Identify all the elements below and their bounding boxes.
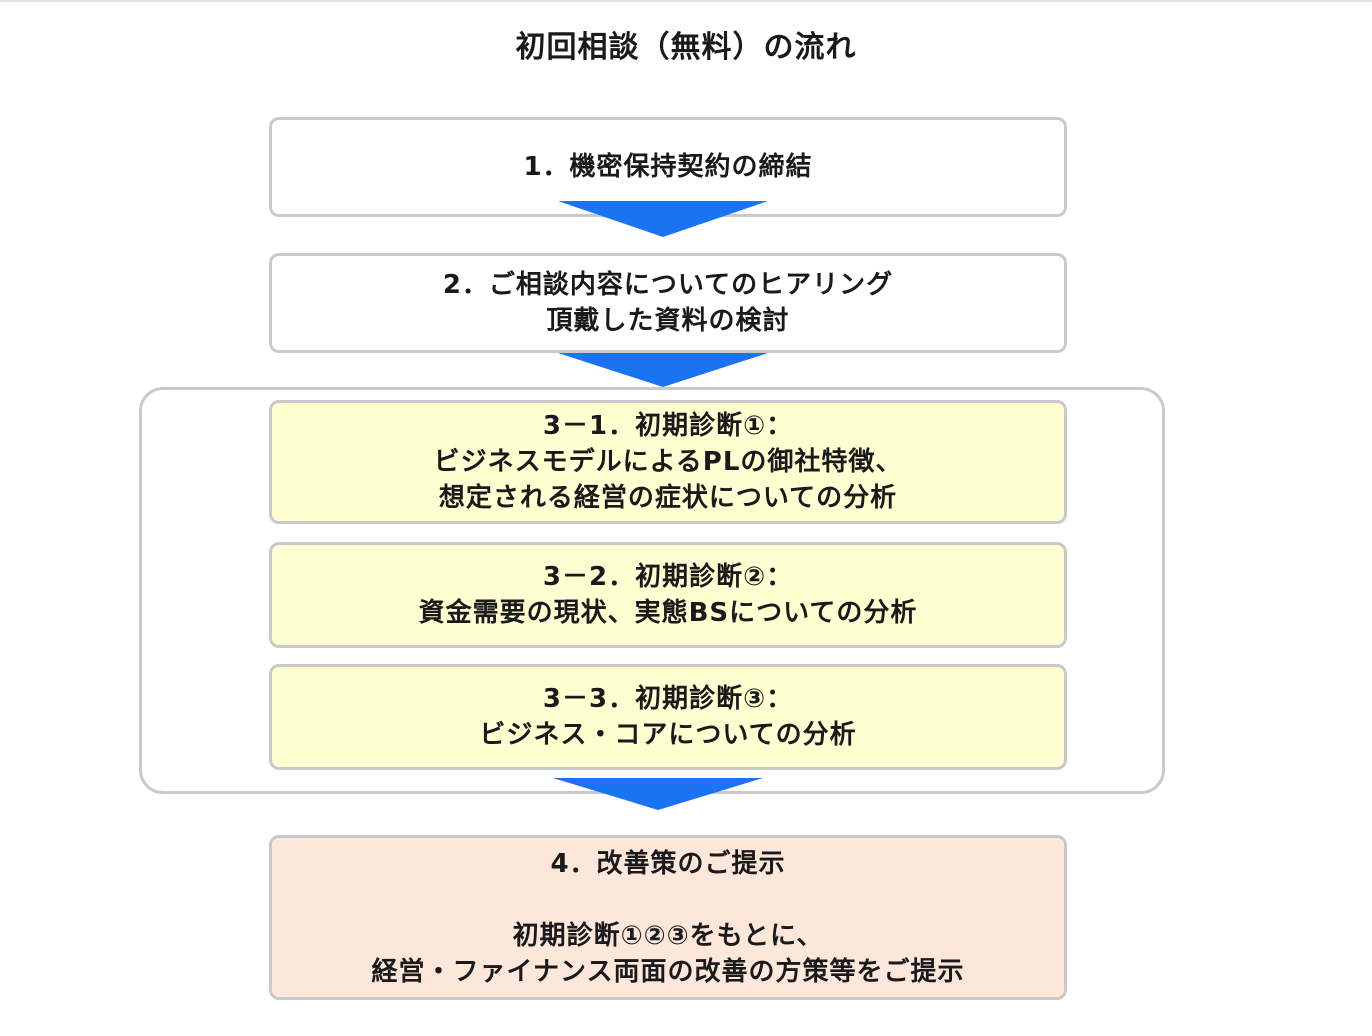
- step-2-label: 2．ご相談内容についてのヒアリング: [442, 270, 894, 300]
- step-4-label: 4．改善策のご提示: [550, 849, 786, 879]
- step-3-3-box: 3－3．初期診断③： ビジネス・コアについての分析: [269, 664, 1067, 770]
- step-4-line-3: 経営・ファイナンス両面の改善の方策等をご提示: [371, 957, 965, 987]
- step-2-sublabel: 頂戴した資料の検討: [546, 306, 790, 336]
- step-3-2-box: 3－2．初期診断②： 資金需要の現状、実態BSについての分析: [269, 542, 1067, 648]
- step-3-2-line-2: 資金需要の現状、実態BSについての分析: [418, 598, 918, 628]
- down-arrow-icon: [553, 778, 763, 810]
- step-1-box: 1．機密保持契約の締結: [269, 117, 1067, 217]
- step-3-1-label: 3－1．初期診断①：: [542, 411, 794, 441]
- step-2-box: 2．ご相談内容についてのヒアリング 頂戴した資料の検討: [269, 253, 1067, 353]
- step-3-1-line-3: 想定される経営の症状についての分析: [438, 483, 898, 513]
- page-title: 初回相談（無料）の流れ: [515, 30, 857, 65]
- down-arrow-icon: [558, 201, 768, 237]
- step-3-1-line-2: ビジネスモデルによるPLの御社特徴、: [433, 447, 903, 477]
- down-arrow-icon: [558, 353, 768, 387]
- step-3-1-box: 3－1．初期診断①： ビジネスモデルによるPLの御社特徴、 想定される経営の症状…: [269, 400, 1067, 524]
- step-3-3-line-2: ビジネス・コアについての分析: [479, 720, 857, 750]
- step-1-label: 1．機密保持契約の締結: [523, 152, 813, 182]
- step-3-2-label: 3－2．初期診断②：: [542, 562, 794, 592]
- step-4-box: 4．改善策のご提示 初期診断①②③をもとに、 経営・ファイナンス両面の改善の方策…: [269, 835, 1067, 1000]
- step-4-line-2: 初期診断①②③をもとに、: [512, 921, 824, 951]
- step-3-3-label: 3－3．初期診断③：: [542, 684, 794, 714]
- top-rule: [0, 0, 1372, 2]
